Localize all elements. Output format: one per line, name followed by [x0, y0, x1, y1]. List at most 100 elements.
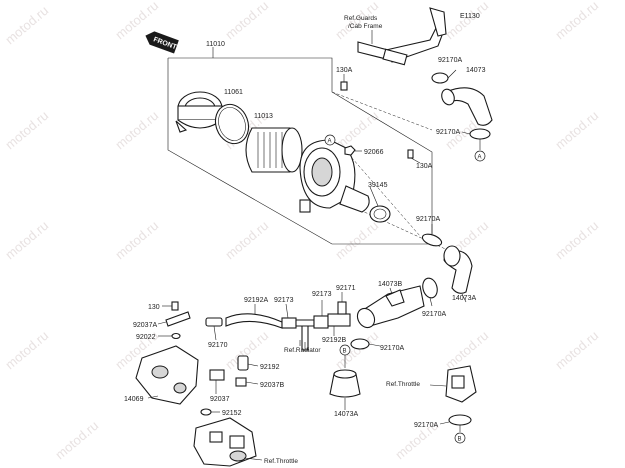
clamp-92170a-center — [350, 338, 381, 350]
duct-14073b — [356, 285, 425, 329]
throttle-body-bottom — [193, 417, 263, 467]
svg-text:A: A — [478, 155, 482, 161]
watermark-text: motod.ru — [222, 218, 271, 262]
label-92192b: 92192B — [322, 337, 346, 344]
label-92170a-right: 92170A — [436, 129, 460, 136]
hose-92171 — [327, 292, 351, 336]
svg-text:B: B — [458, 437, 462, 443]
clamp-92170a-lower-right — [422, 277, 438, 307]
elbow-duct-14073a — [443, 245, 473, 303]
watermark-text: motod.ru — [442, 328, 491, 372]
part-labels: 11010 11061 11013 130A 92066 130A 39145 … — [124, 13, 486, 429]
label-14073a-right: 14073A — [452, 295, 476, 302]
air-cleaner-housing — [299, 139, 370, 213]
label-92170a-lower-right: 92170A — [422, 311, 446, 318]
reference-labels: Ref.Guards /Cab Frame Ref.Radiator Ref.T… — [264, 15, 420, 465]
label-92170a-bottom: 92170A — [414, 422, 438, 429]
clamp-92037 — [209, 369, 225, 394]
ref-throttle-right: Ref.Throttle — [386, 381, 420, 388]
bolt-130a-top — [340, 74, 348, 91]
seal-39145 — [369, 186, 391, 223]
callout-a-top: A — [324, 134, 336, 146]
label-130: 130 — [148, 304, 160, 311]
watermark-text: motod.ru — [112, 218, 161, 262]
label-92192a: 92192A — [244, 297, 268, 304]
bolt-130a-mid — [407, 149, 421, 164]
air-filter-element — [245, 127, 303, 173]
guard-bracket — [357, 7, 447, 66]
watermark-text: motod.ru — [332, 218, 381, 262]
watermark-text: motod.ru — [112, 108, 161, 152]
clamp-92170a-bottom — [439, 414, 472, 426]
watermark-text: motod.ru — [552, 218, 601, 262]
watermark-text: motod.ru — [332, 328, 381, 372]
bolt-130-left — [162, 301, 179, 311]
label-39145: 39145 — [368, 182, 388, 189]
label-92170a-center: 92170A — [380, 345, 404, 352]
label-92192: 92192 — [260, 364, 280, 371]
clamp-92170a-mid — [421, 224, 443, 247]
breather-hose-92192a — [225, 304, 283, 329]
tee-fitting-92192b — [295, 319, 315, 351]
callout-b-bottom: B — [454, 425, 466, 444]
bracket-14069 — [135, 345, 199, 405]
o-ring-seal — [214, 103, 250, 145]
nut-92152 — [200, 408, 220, 416]
ref-guards-line1: Ref.Guards — [344, 15, 378, 22]
label-92171: 92171 — [336, 285, 356, 292]
watermark-text: motod.ru — [552, 0, 601, 42]
label-92170a-mid: 92170A — [416, 216, 440, 223]
watermark-text: motod.ru — [442, 0, 491, 42]
watermark-text: motod.ru — [222, 0, 271, 42]
fitting-92173-right — [313, 300, 329, 329]
clip-92170 — [205, 317, 223, 341]
bracket-92037a — [157, 311, 191, 327]
label-92037: 92037 — [210, 396, 230, 403]
label-92066: 92066 — [364, 149, 384, 156]
watermark-layer: motod.ru motod.ru motod.ru motod.ru moto… — [2, 0, 601, 462]
callout-b-mid: B — [339, 344, 351, 368]
label-92152: 92152 — [222, 410, 242, 417]
fitting-92173-left — [281, 303, 297, 329]
watermark-text: motod.ru — [2, 3, 51, 47]
washer-92022 — [158, 332, 181, 340]
ref-radiator: Ref.Radiator — [284, 347, 321, 354]
label-92173-right: 92173 — [312, 291, 332, 298]
front-direction-badge: FRONT — [145, 31, 179, 54]
watermark-text: motod.ru — [2, 328, 51, 372]
svg-text:B: B — [343, 349, 347, 355]
watermark-text: motod.ru — [2, 218, 51, 262]
label-92173-left: 92173 — [274, 297, 294, 304]
label-92037a: 92037A — [133, 322, 157, 329]
label-e1130: E1130 — [460, 13, 480, 20]
callout-a-right: A — [474, 139, 486, 162]
label-92022: 92022 — [136, 334, 156, 341]
svg-text:A: A — [328, 139, 332, 145]
label-11061: 11061 — [224, 89, 243, 96]
label-14073b: 14073B — [378, 281, 402, 288]
label-14069: 14069 — [124, 396, 144, 403]
ref-throttle-bottom: Ref.Throttle — [264, 458, 298, 465]
label-14073a-bottom: 14073A — [334, 411, 358, 418]
label-11010: 11010 — [206, 41, 225, 48]
filter-92192 — [237, 355, 259, 371]
label-92037b: 92037B — [260, 382, 284, 389]
watermark-text: motod.ru — [2, 108, 51, 152]
nut-92066 — [344, 145, 362, 156]
boot-14073a-bottom — [329, 369, 361, 410]
air-cleaner-assembly-frame — [167, 47, 433, 245]
throttle-body-right — [429, 365, 477, 403]
label-92170: 92170 — [208, 342, 228, 349]
watermark-text: motod.ru — [552, 108, 601, 152]
ref-guards-line2: /Cab Frame — [348, 23, 383, 30]
label-92170a-top: 92170A — [438, 57, 462, 64]
clamp-92170a-top — [431, 69, 457, 84]
label-11013: 11013 — [254, 113, 273, 120]
label-14073: 14073 — [466, 67, 486, 74]
label-130a-top: 130A — [336, 67, 353, 74]
clamp-92037b — [235, 377, 259, 387]
intake-duct-14073 — [441, 87, 493, 126]
watermark-text: motod.ru — [552, 328, 601, 372]
watermark-text: motod.ru — [52, 418, 101, 462]
